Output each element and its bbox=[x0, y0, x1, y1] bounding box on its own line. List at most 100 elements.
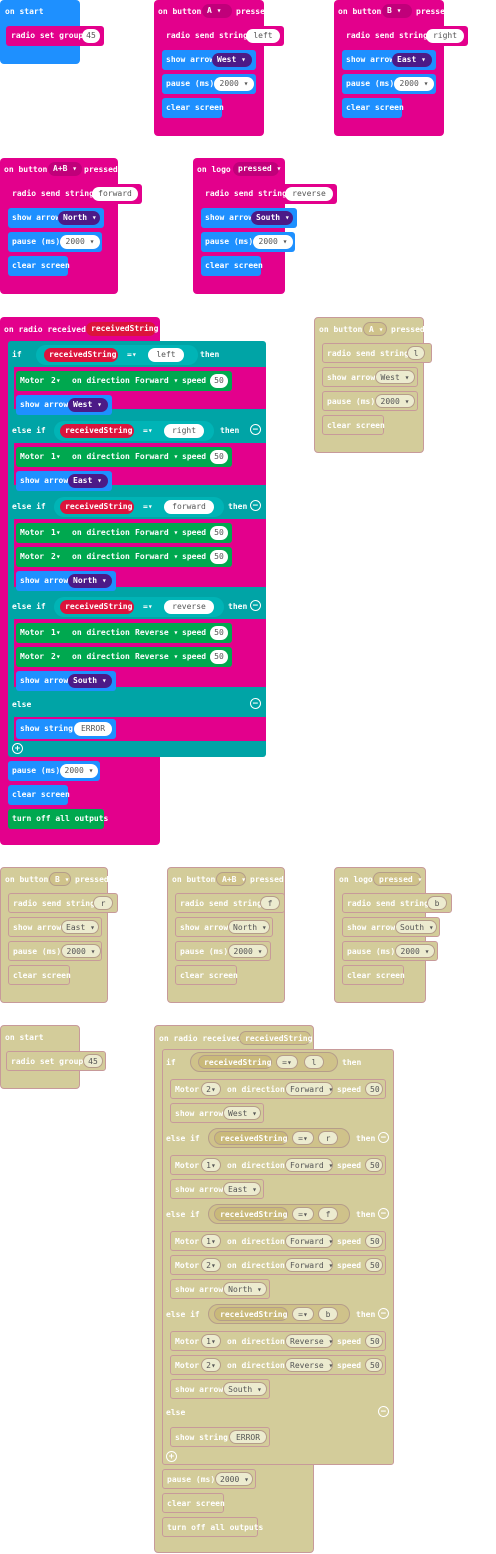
pause-ms-dropdown[interactable]: 2000 ▾ bbox=[60, 764, 98, 778]
direction-dropdown[interactable]: Forward ▾ bbox=[130, 526, 178, 540]
pause-block[interactable]: pause (ms) 2000 ▾ bbox=[342, 941, 438, 961]
motor-number-dropdown[interactable]: 2▾ bbox=[201, 1082, 221, 1096]
speed-value[interactable]: 50 bbox=[365, 1258, 383, 1272]
received-string-variable[interactable]: receivedString bbox=[86, 322, 158, 336]
button-dropdown[interactable]: A+B ▾ bbox=[216, 872, 246, 886]
speed-value[interactable]: 50 bbox=[365, 1158, 383, 1172]
received-string-variable[interactable]: receivedString bbox=[60, 500, 134, 514]
radio-set-group-block[interactable]: radio set group 45 bbox=[6, 26, 104, 46]
arrow-direction-dropdown[interactable]: West ▾ bbox=[375, 370, 415, 384]
show-string-block[interactable]: show string ERROR bbox=[170, 1427, 270, 1447]
clear-screen-block[interactable]: clear screen bbox=[8, 785, 70, 805]
direction-dropdown[interactable]: Forward ▾ bbox=[285, 1234, 333, 1248]
pause-block[interactable]: pause (ms) 2000 ▾ bbox=[342, 74, 436, 94]
arrow-direction-dropdown[interactable]: South ▾ bbox=[251, 211, 293, 225]
remove-branch-icon[interactable]: − bbox=[250, 600, 261, 611]
motor-number-dropdown[interactable]: 1▾ bbox=[201, 1158, 221, 1172]
motor-number-dropdown[interactable]: 2▾ bbox=[201, 1258, 221, 1272]
compare-string-value[interactable]: right bbox=[164, 424, 204, 438]
motor-block[interactable]: Motor 2▾ on direction Forward ▾ speed 50 bbox=[16, 371, 232, 391]
compare-string-value[interactable]: r bbox=[318, 1131, 338, 1145]
turn-off-outputs-block[interactable]: turn off all outputs bbox=[162, 1517, 263, 1537]
equals-dropdown[interactable]: =▾ bbox=[138, 424, 158, 438]
received-string-variable[interactable]: receivedString bbox=[239, 1031, 312, 1045]
radio-send-string-block[interactable]: radio send string r bbox=[8, 893, 118, 913]
clear-screen-block[interactable]: clear screen bbox=[162, 98, 224, 118]
add-branch-icon[interactable]: + bbox=[12, 743, 23, 754]
motor-number-dropdown[interactable]: 2▾ bbox=[46, 550, 66, 564]
logo-dropdown[interactable]: pressed ▾ bbox=[373, 872, 422, 886]
pause-block[interactable]: pause (ms) 2000 ▾ bbox=[201, 232, 295, 252]
motor-block[interactable]: Motor 2▾ on direction Forward ▾ speed 50 bbox=[170, 1079, 386, 1099]
arrow-direction-dropdown[interactable]: West ▾ bbox=[212, 53, 252, 67]
arrow-direction-dropdown[interactable]: South ▾ bbox=[395, 920, 437, 934]
direction-dropdown[interactable]: Forward ▾ bbox=[130, 450, 178, 464]
radio-send-string-block[interactable]: radio send string b bbox=[342, 893, 452, 913]
logo-dropdown[interactable]: pressed ▾ bbox=[233, 162, 281, 176]
show-string-value[interactable]: ERROR bbox=[229, 1430, 267, 1444]
arrow-direction-dropdown[interactable]: North ▾ bbox=[58, 211, 100, 225]
clear-screen-block[interactable]: clear screen bbox=[342, 98, 404, 118]
show-arrow-block[interactable]: show arrow East ▾ bbox=[16, 471, 112, 491]
send-string-value[interactable]: right bbox=[426, 29, 464, 43]
speed-value[interactable]: 50 bbox=[210, 450, 228, 464]
equals-dropdown[interactable]: =▾ bbox=[292, 1131, 314, 1145]
remove-else-icon[interactable]: − bbox=[250, 698, 261, 709]
pause-ms-dropdown[interactable]: 2000 ▾ bbox=[253, 235, 293, 249]
received-string-variable[interactable]: receivedString bbox=[214, 1307, 288, 1321]
equals-dropdown[interactable]: =▾ bbox=[292, 1307, 314, 1321]
motor-number-dropdown[interactable]: 1▾ bbox=[201, 1234, 221, 1248]
direction-dropdown[interactable]: Forward ▾ bbox=[285, 1082, 333, 1096]
compare-string-value[interactable]: b bbox=[318, 1307, 338, 1321]
pause-block[interactable]: pause (ms) 2000 ▾ bbox=[8, 941, 102, 961]
remove-branch-icon[interactable]: − bbox=[378, 1132, 389, 1143]
show-arrow-block[interactable]: show arrow West ▾ bbox=[16, 395, 112, 415]
clear-screen-block[interactable]: clear screen bbox=[162, 1493, 225, 1513]
arrow-direction-dropdown[interactable]: West ▾ bbox=[223, 1106, 261, 1120]
motor-number-dropdown[interactable]: 2▾ bbox=[201, 1358, 221, 1372]
send-string-value[interactable]: b bbox=[427, 896, 447, 910]
add-branch-icon[interactable]: + bbox=[166, 1451, 177, 1462]
motor-block[interactable]: Motor 1▾ on direction Forward ▾ speed 50 bbox=[170, 1231, 386, 1251]
show-arrow-block[interactable]: show arrow North ▾ bbox=[16, 571, 116, 591]
remove-branch-icon[interactable]: − bbox=[378, 1208, 389, 1219]
motor-number-dropdown[interactable]: 1▾ bbox=[46, 450, 66, 464]
compare-string-value[interactable]: l bbox=[304, 1055, 324, 1069]
motor-number-dropdown[interactable]: 1▾ bbox=[201, 1334, 221, 1348]
equals-dropdown[interactable]: =▾ bbox=[138, 500, 158, 514]
arrow-direction-dropdown[interactable]: North ▾ bbox=[223, 1282, 267, 1296]
motor-number-dropdown[interactable]: 1▾ bbox=[46, 526, 66, 540]
received-string-variable[interactable]: receivedString bbox=[44, 348, 118, 362]
direction-dropdown[interactable]: Reverse ▾ bbox=[285, 1334, 333, 1348]
speed-value[interactable]: 50 bbox=[365, 1334, 383, 1348]
arrow-direction-dropdown[interactable]: East ▾ bbox=[392, 53, 432, 67]
pause-ms-dropdown[interactable]: 2000 ▾ bbox=[395, 944, 435, 958]
equals-dropdown[interactable]: =▾ bbox=[292, 1207, 314, 1221]
pause-ms-dropdown[interactable]: 2000 ▾ bbox=[394, 77, 434, 91]
send-string-value[interactable]: f bbox=[260, 896, 280, 910]
show-arrow-block[interactable]: show arrow South ▾ bbox=[201, 208, 297, 228]
show-arrow-block[interactable]: show arrow East ▾ bbox=[342, 50, 436, 70]
motor-block[interactable]: Motor 1▾ on direction Reverse ▾ speed 50 bbox=[170, 1331, 386, 1351]
motor-block[interactable]: Motor 1▾ on direction Forward ▾ speed 50 bbox=[170, 1155, 386, 1175]
received-string-variable[interactable]: receivedString bbox=[198, 1055, 272, 1069]
compare-string-value[interactable]: f bbox=[318, 1207, 338, 1221]
remove-branch-icon[interactable]: − bbox=[250, 500, 261, 511]
compare-string-value[interactable]: forward bbox=[164, 500, 214, 514]
radio-send-string-block[interactable]: radio send string l bbox=[322, 343, 432, 363]
show-arrow-block[interactable]: show arrow South ▾ bbox=[16, 671, 116, 691]
arrow-direction-dropdown[interactable]: South ▾ bbox=[223, 1382, 267, 1396]
show-arrow-block[interactable]: show arrow South ▾ bbox=[342, 917, 440, 937]
compare-string-value[interactable]: left bbox=[148, 348, 184, 362]
motor-block[interactable]: Motor 2▾ on direction Reverse ▾ speed 50 bbox=[16, 647, 232, 667]
remove-else-icon[interactable]: − bbox=[378, 1406, 389, 1417]
pause-ms-dropdown[interactable]: 2000 ▾ bbox=[215, 1472, 253, 1486]
remove-branch-icon[interactable]: − bbox=[250, 424, 261, 435]
direction-dropdown[interactable]: Reverse ▾ bbox=[285, 1358, 333, 1372]
received-string-variable[interactable]: receivedString bbox=[60, 600, 134, 614]
direction-dropdown[interactable]: Reverse ▾ bbox=[130, 626, 178, 640]
direction-dropdown[interactable]: Forward ▾ bbox=[285, 1158, 333, 1172]
radio-send-string-block[interactable]: radio send string f bbox=[175, 893, 285, 913]
direction-dropdown[interactable]: Forward ▾ bbox=[130, 374, 178, 388]
radio-set-group-block[interactable]: radio set group 45 bbox=[6, 1051, 106, 1071]
